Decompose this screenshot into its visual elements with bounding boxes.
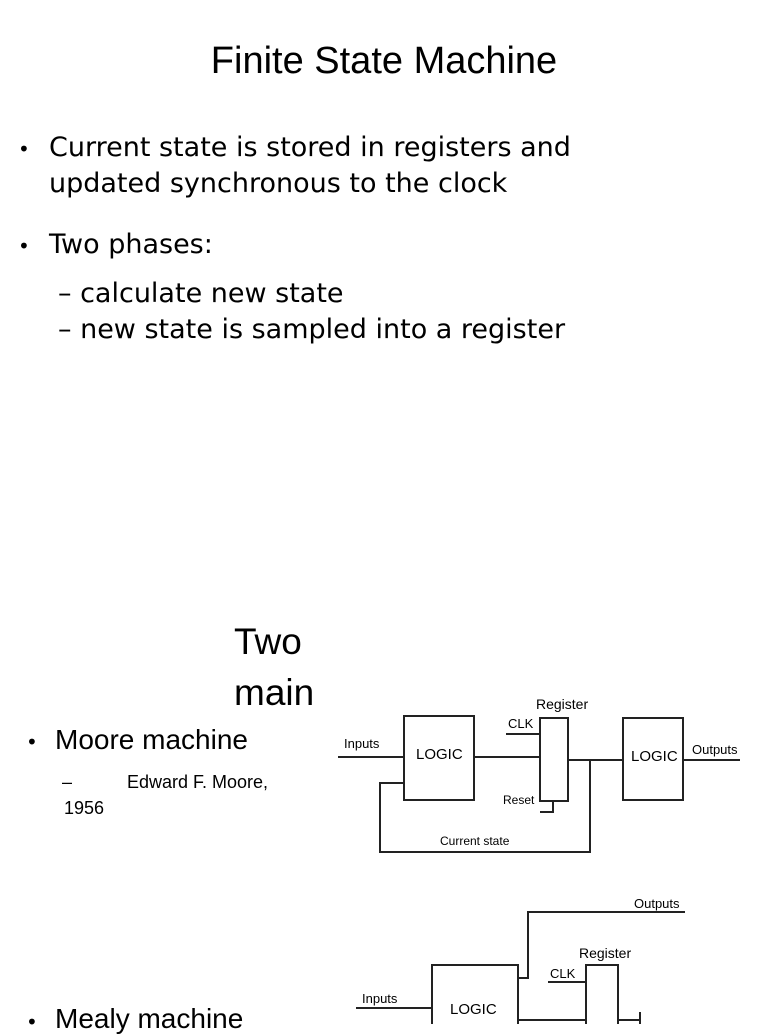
bullet-text-current-state: Current state is stored in registers and bbox=[49, 132, 571, 163]
bullet-text-two-phases: Two phases: bbox=[49, 229, 213, 260]
label-current-state: Current state bbox=[440, 834, 510, 848]
label-outputs: Outputs bbox=[692, 742, 738, 757]
bullet-text-continued: updated synchronous to the clock bbox=[49, 168, 508, 199]
bullet-marker: • bbox=[18, 234, 30, 258]
label-clk: CLK bbox=[508, 716, 534, 731]
slide-title-two-main-types: Two main types bbox=[234, 621, 322, 726]
label-register: Register bbox=[536, 696, 588, 712]
mealy-label-inputs: Inputs bbox=[362, 991, 398, 1006]
sub-edward-moore: Edward F. Moore, bbox=[127, 772, 269, 792]
sub-dash: – bbox=[62, 772, 73, 792]
subbullet-sampled: – new state is sampled into a register bbox=[58, 314, 566, 345]
bullet-marker: • bbox=[26, 1010, 38, 1034]
mealy-label-outputs: Outputs bbox=[634, 896, 680, 911]
mealy-label-register: Register bbox=[579, 945, 631, 961]
sub-year: 1956 bbox=[64, 798, 105, 818]
bullet-marker: • bbox=[18, 137, 30, 161]
mealy-label-clk: CLK bbox=[550, 966, 576, 981]
subbullet-calculate: – calculate new state bbox=[58, 278, 344, 309]
label-logic-2: LOGIC bbox=[631, 748, 678, 765]
bullet-marker: • bbox=[26, 730, 38, 754]
slide-title: Finite State Machine bbox=[210, 40, 558, 82]
mealy-label-logic: LOGIC bbox=[450, 1001, 497, 1018]
label-reset: Reset bbox=[503, 793, 535, 807]
bullet-moore-machine: Moore machine bbox=[55, 724, 248, 755]
label-inputs: Inputs bbox=[344, 736, 380, 751]
label-logic-1: LOGIC bbox=[416, 746, 463, 763]
